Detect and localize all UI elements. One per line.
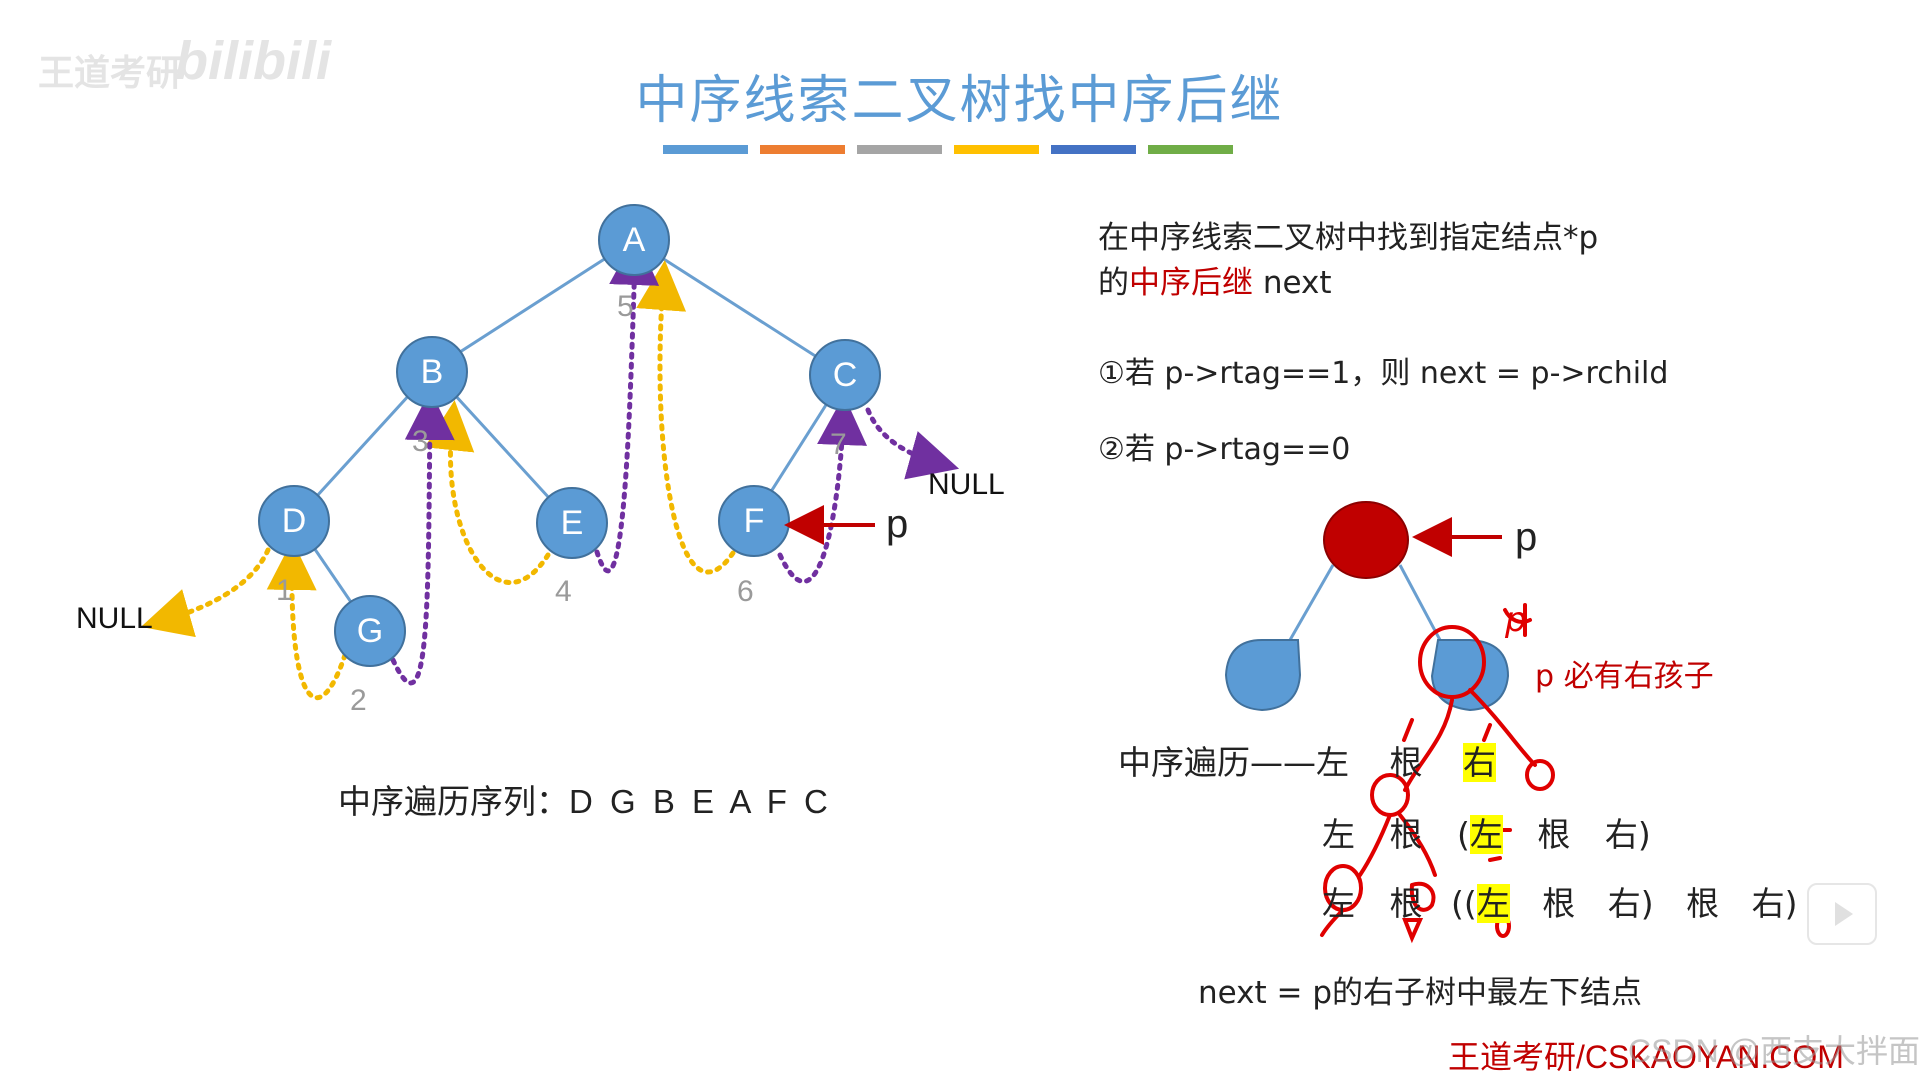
watermark-text: 王道考研 [38, 52, 183, 93]
node-b-label: B [421, 353, 444, 391]
traversal-token-highlight: 左 [1476, 884, 1510, 923]
traversal-token: ( [1457, 815, 1470, 854]
traversal-token: 左 [1322, 884, 1355, 923]
traversal-row-1-label: 中序遍历——左 [1118, 743, 1349, 782]
traversal-token: 右) [1604, 815, 1651, 854]
footer-brand: 王道考研/CSKAOYAN.COM [1448, 1039, 1844, 1075]
color-bar-segment [760, 145, 845, 154]
description-line-1: 在中序线索二叉树中找到指定结点*p [1098, 220, 1599, 256]
bilibili-logo: bilibili [175, 31, 331, 91]
handwritten-annotation-p: p [1505, 600, 1527, 640]
node-d [258, 485, 330, 557]
play-icon [1835, 902, 1853, 926]
node-e [536, 487, 608, 559]
play-button[interactable] [1807, 883, 1877, 945]
node-a-label: A [623, 221, 646, 259]
order-number: 2 [350, 684, 367, 717]
successor-threads [390, 235, 960, 686]
null-label: NULL [76, 602, 153, 635]
traversal-row-3: 左 根 ((左 根 右) 根 右) [1322, 877, 1798, 925]
node-g-label: G [357, 612, 383, 650]
handwritten-annotations [1320, 603, 1555, 944]
footer-watermark: CSDN @西支大拌面 [1628, 1033, 1919, 1069]
color-bar-segment [954, 145, 1039, 154]
conclusion: next = p的右子树中最左下结点 [1198, 975, 1643, 1011]
order-number: 4 [555, 575, 572, 608]
description-prefix: 的 [1098, 265, 1129, 301]
inorder-sequence: 中序遍历序列：D G B E A F C [338, 775, 832, 823]
case-1: ①若 p->rtag==1，则 next = p->rchild [1098, 356, 1669, 391]
order-number: 1 [276, 574, 293, 607]
left-subtree-shape [1224, 639, 1302, 712]
page-title: 中序线索二叉树找中序后继 [635, 71, 1284, 131]
node-f-label: F [744, 502, 765, 540]
traversal-token: 根 [1389, 884, 1423, 923]
node-d-label: D [282, 502, 307, 540]
traversal-token: 右) [1751, 884, 1798, 923]
traversal-token: (( [1451, 884, 1477, 923]
right-subtree-shape [1430, 639, 1510, 712]
traversal-token: 根 [1537, 815, 1571, 854]
order-number: 7 [830, 428, 847, 461]
traversal-token: 右) [1607, 884, 1654, 923]
order-number: 5 [617, 290, 634, 323]
color-bar-segment [857, 145, 942, 154]
case-2: ②若 p->rtag==0 [1098, 432, 1351, 467]
node-p [1323, 501, 1409, 579]
node-c-label: C [833, 356, 858, 394]
subtree-diagram [1224, 501, 1510, 712]
traversal-token: 根 [1389, 743, 1423, 782]
traversal-row-1: 中序遍历——左 根 右 [1118, 736, 1496, 784]
description-highlight: 中序后继 [1129, 265, 1253, 301]
node-c [809, 339, 881, 411]
inorder-sequence-label: 中序遍历序列： [338, 782, 569, 821]
tree-edges [293, 238, 847, 631]
traversal-token-highlight: 右 [1463, 743, 1496, 782]
null-label: NULL [928, 468, 1005, 501]
description-suffix: next [1253, 265, 1332, 301]
traversal-token: 根 [1686, 884, 1720, 923]
subtree-pointer-label: p [1515, 515, 1538, 559]
node-e-label: E [561, 504, 584, 542]
node-a [598, 204, 670, 276]
order-number: 6 [737, 575, 754, 608]
order-number: 3 [412, 425, 429, 458]
predecessor-threads [140, 260, 736, 701]
traversal-row-2: 左 根 (左 根 右) [1322, 808, 1651, 856]
color-bar-segment [1051, 145, 1136, 154]
pointer-p-label: p [886, 502, 909, 546]
traversal-token: 根 [1542, 884, 1576, 923]
traversal-token: 根 [1389, 815, 1423, 854]
color-bar-segment [663, 145, 748, 154]
node-g [334, 595, 406, 667]
traversal-token-highlight: 左 [1469, 815, 1503, 854]
node-b [396, 336, 468, 408]
description-line-2: 的中序后继 next [1098, 257, 1332, 302]
title-color-bar [663, 145, 1233, 154]
color-bar-segment [1148, 145, 1233, 154]
tree-nodes: A B C D E F G [258, 204, 881, 667]
subtree-note: p 必有右孩子 [1535, 659, 1714, 694]
traversal-token: 左 [1322, 815, 1355, 854]
inorder-sequence-value: D G B E A F C [569, 783, 832, 820]
